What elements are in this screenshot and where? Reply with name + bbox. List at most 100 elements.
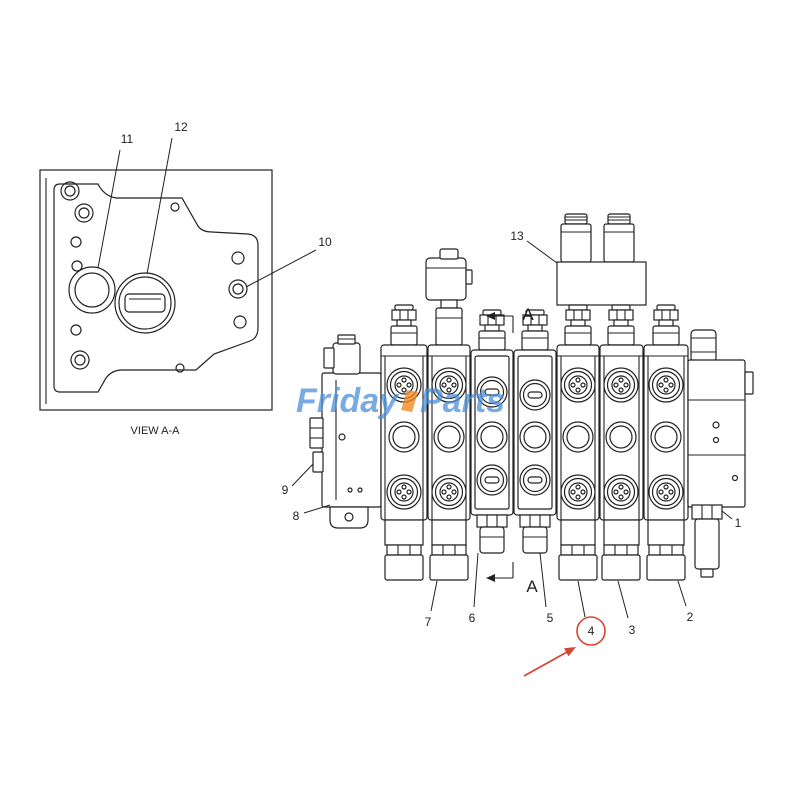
solenoid-cap bbox=[439, 248, 459, 260]
port-slot bbox=[124, 293, 166, 313]
top-plug bbox=[607, 304, 635, 346]
leader-line-8 bbox=[303, 504, 331, 514]
port-inner bbox=[74, 272, 110, 308]
spool-end-lower bbox=[476, 464, 508, 496]
valve-section-4 bbox=[556, 304, 600, 581]
spool-end-upper bbox=[603, 367, 639, 403]
spool-end-lower bbox=[431, 474, 467, 510]
inset-hole-small bbox=[71, 260, 83, 272]
bottom-cap bbox=[519, 514, 551, 554]
callout-9: 9 bbox=[282, 483, 289, 497]
solenoid-flange bbox=[435, 307, 463, 346]
relief-valve-block-13 bbox=[556, 213, 647, 306]
top-plug bbox=[564, 304, 592, 346]
bottom-cap bbox=[384, 544, 424, 581]
section-inner-panel bbox=[517, 355, 553, 510]
inset-hole-small bbox=[170, 202, 180, 212]
callout-11: 11 bbox=[121, 132, 134, 146]
mounting-foot-hole bbox=[344, 512, 354, 522]
inset-hole bbox=[74, 203, 94, 223]
hole-inner bbox=[78, 207, 90, 219]
inlet-cover-hole bbox=[357, 487, 363, 493]
spool-end-middle bbox=[650, 421, 682, 453]
port-outer bbox=[68, 266, 116, 314]
spool-end-middle bbox=[388, 421, 420, 453]
relief-valve-right bbox=[603, 213, 635, 263]
callout-3: 3 bbox=[629, 623, 636, 637]
inset-hole-small bbox=[175, 363, 185, 373]
hole-inner bbox=[74, 354, 86, 366]
leader-line-12 bbox=[146, 137, 173, 275]
outlet-cover-hole bbox=[712, 421, 720, 429]
spool-end-lower bbox=[386, 474, 422, 510]
inset-plate-contour bbox=[53, 183, 259, 393]
relief-valve-body bbox=[560, 223, 592, 263]
leader-line-1 bbox=[721, 510, 733, 520]
leader-line-2 bbox=[677, 580, 687, 607]
highlighted-callout-4: 4 bbox=[523, 616, 606, 677]
inset-plate-outline bbox=[39, 169, 273, 411]
highlight-arrowhead bbox=[564, 647, 576, 657]
watermark-text-right: Parts bbox=[420, 382, 505, 420]
spool-end-upper bbox=[560, 367, 596, 403]
mounting-foot bbox=[329, 506, 369, 529]
callout-2: 2 bbox=[687, 610, 694, 624]
spool-end-middle bbox=[605, 421, 637, 453]
inlet-side-fitting bbox=[323, 347, 335, 369]
port-callout-10 bbox=[228, 279, 248, 299]
inlet-cover-hole bbox=[347, 487, 353, 493]
callout-4: 4 bbox=[588, 624, 595, 638]
section-neck bbox=[431, 519, 467, 546]
spool-end-middle bbox=[476, 421, 508, 453]
section-line-a-top: A bbox=[486, 305, 534, 333]
section-inner-panel bbox=[474, 355, 510, 510]
watermark-text-left: Friday bbox=[296, 382, 400, 420]
spool-end-lower bbox=[560, 474, 596, 510]
top-plug bbox=[652, 304, 680, 346]
hole-outer bbox=[70, 350, 90, 370]
leader-line-5 bbox=[539, 552, 547, 608]
relief-manifold-block bbox=[556, 261, 647, 306]
section-neck bbox=[560, 519, 596, 546]
hole-inner bbox=[64, 185, 76, 197]
leader-line-3 bbox=[617, 580, 629, 619]
inset-hole bbox=[60, 181, 80, 201]
section-line-a-bottom: A bbox=[486, 562, 538, 596]
spool-end-middle bbox=[433, 421, 465, 453]
bottom-cap bbox=[601, 544, 641, 581]
inlet-end-cover bbox=[309, 334, 382, 529]
port-callout-12 bbox=[114, 272, 176, 334]
solenoid-connector bbox=[465, 269, 473, 285]
callout-1: 1 bbox=[735, 516, 742, 530]
inset-hole bbox=[70, 350, 90, 370]
callout-7: 7 bbox=[425, 615, 432, 629]
leader-line-9 bbox=[291, 463, 314, 487]
solenoid-neck bbox=[440, 299, 458, 309]
watermark-logo-icon bbox=[401, 390, 418, 412]
outlet-cover-body bbox=[687, 359, 746, 508]
port-inner bbox=[232, 283, 244, 295]
relief-valve-left bbox=[560, 213, 592, 263]
view-a-a-inset: 11 12 10 VIEW A-A bbox=[39, 120, 332, 437]
outlet-valve-body bbox=[694, 518, 720, 570]
outlet-cover-hole bbox=[731, 474, 739, 482]
valve-section-6 bbox=[470, 309, 514, 554]
callout-8: 8 bbox=[293, 509, 300, 523]
inlet-port-plug bbox=[312, 451, 324, 473]
leader-line-10 bbox=[245, 249, 317, 288]
outlet-valve-nub bbox=[700, 568, 714, 578]
callout-13: 13 bbox=[510, 229, 524, 243]
port-outer bbox=[114, 272, 176, 334]
section-neck bbox=[384, 519, 424, 546]
section-marker-bottom: A bbox=[526, 577, 538, 596]
inlet-cover-hole bbox=[338, 433, 346, 441]
top-plug bbox=[390, 304, 418, 346]
section-neck bbox=[603, 519, 640, 546]
inset-hole-small bbox=[231, 251, 245, 265]
port-inner bbox=[118, 276, 172, 330]
bottom-cap bbox=[558, 544, 598, 581]
outlet-end-cover bbox=[687, 329, 754, 578]
section-arrowhead bbox=[486, 312, 495, 320]
hole-outer bbox=[60, 181, 80, 201]
bottom-cap bbox=[476, 514, 508, 554]
